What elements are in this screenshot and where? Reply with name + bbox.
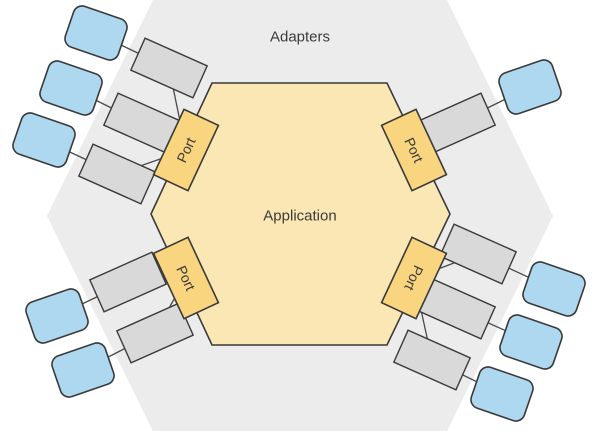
external-system-box xyxy=(51,342,115,398)
adapter-box xyxy=(129,37,209,99)
external-system-box xyxy=(498,59,562,115)
external-system-box xyxy=(64,5,128,61)
adapter-box xyxy=(438,223,518,285)
external-system-boxes xyxy=(12,5,586,422)
external-system-box xyxy=(39,60,103,116)
adapters-label: Adapters xyxy=(270,29,330,46)
external-system-box xyxy=(499,314,563,370)
port-bottom-left xyxy=(152,236,220,320)
adapter-boxes xyxy=(77,37,518,391)
port-top-left xyxy=(152,108,220,192)
application-hexagon xyxy=(150,82,451,346)
adapter-box xyxy=(392,329,472,391)
adapter-box xyxy=(88,251,168,313)
external-system-box xyxy=(25,288,89,344)
adapter-box xyxy=(77,143,157,205)
ports: Port Port Port Port xyxy=(152,108,448,320)
external-system-box xyxy=(522,261,586,317)
port-top-right xyxy=(380,108,448,192)
adapter-box xyxy=(115,302,195,364)
external-system-box xyxy=(12,112,76,168)
port-bottom-right xyxy=(380,236,448,320)
external-system-box xyxy=(470,366,534,422)
application-label: Application xyxy=(263,208,336,225)
